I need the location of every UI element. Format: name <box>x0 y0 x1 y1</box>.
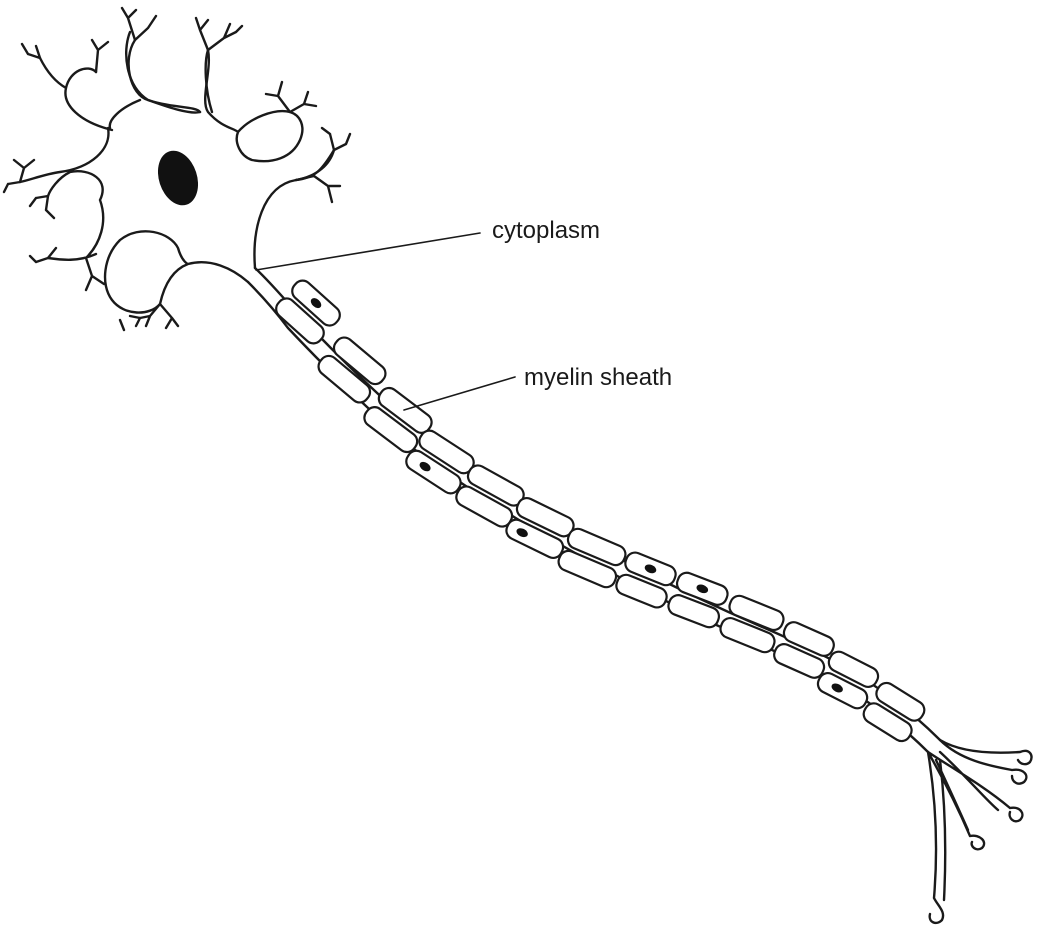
axon-terminals <box>928 740 1032 923</box>
dendrite-left <box>4 160 104 290</box>
schwann-cell-13 <box>860 680 927 745</box>
cytoplasm-label: cytoplasm <box>492 219 600 243</box>
schwann-cell-12 <box>815 649 881 712</box>
myelin-sheath <box>272 277 927 745</box>
dendrite-bottom <box>120 304 178 330</box>
schwann-cell-11 <box>771 619 836 680</box>
terminal-branches <box>928 740 1032 923</box>
dendrite-right <box>266 82 350 202</box>
cytoplasm-leader-line <box>256 233 480 270</box>
schwann-cell-10 <box>718 593 786 655</box>
cell-body <box>20 32 334 313</box>
myelin-sheath-leader-line <box>404 377 515 410</box>
myelin-sheath-label: myelin sheath <box>524 366 672 390</box>
schwann-cell-1 <box>272 277 343 347</box>
nucleus <box>151 145 204 210</box>
